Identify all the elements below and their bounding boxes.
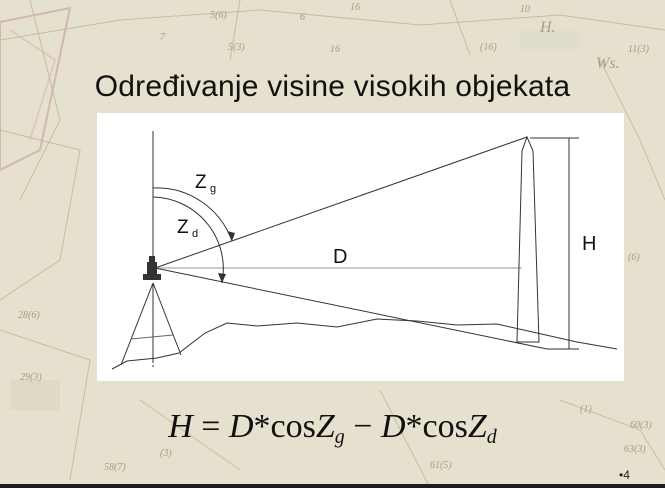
diagram-panel: Z g Z d D H <box>97 113 624 381</box>
tripod-leg <box>120 282 154 366</box>
page-number: •4 <box>619 468 630 482</box>
obelisk <box>516 135 540 343</box>
label-zg: Z <box>195 172 207 193</box>
map-label: 29(3) <box>20 372 42 383</box>
map-label: 11(3) <box>628 44 650 55</box>
map-label: 60(3) <box>630 420 652 431</box>
map-label: 16 <box>350 2 360 13</box>
label-height: H <box>582 233 596 255</box>
sight-line-top <box>154 136 528 269</box>
slide-title: Određivanje visine visokih objekata <box>94 70 571 103</box>
arc-zd <box>152 196 224 284</box>
map-label: Ws. <box>596 55 620 72</box>
terrain-line <box>111 318 618 370</box>
map-label: (3) <box>160 448 172 459</box>
height-formula: H = D*cosZg − D*cosZd <box>168 408 497 448</box>
tripod-brace <box>130 334 174 340</box>
arrowhead-zg <box>227 231 235 241</box>
map-label: H. <box>539 19 556 36</box>
arrowhead-zd <box>218 273 226 283</box>
map-label: 61(5) <box>430 460 452 471</box>
label-zd: Z <box>177 217 189 238</box>
map-label: (6) <box>628 252 640 263</box>
map-label: 28(6) <box>18 310 40 321</box>
height-measurement-diagram: Z g Z d D H <box>111 131 618 370</box>
map-label: (1) <box>580 404 592 415</box>
map-label: 5(3) <box>228 42 245 53</box>
map-label: 58(7) <box>104 462 126 473</box>
arc-zg <box>152 187 233 242</box>
map-label: 16 <box>330 44 340 55</box>
theodolite-icon <box>143 256 161 280</box>
tripod-leg <box>152 282 182 356</box>
sight-line-bottom <box>154 267 548 350</box>
map-label: 63(3) <box>624 444 646 455</box>
label-distance: D <box>333 246 347 268</box>
map-label: 6 <box>300 12 305 23</box>
map-label: 5(6) <box>210 10 227 21</box>
map-label: 10 <box>520 4 530 15</box>
label-zg-sub: g <box>210 183 216 195</box>
map-label: 7 <box>160 32 166 43</box>
map-label: (16) <box>480 42 497 53</box>
label-zd-sub: d <box>192 228 198 240</box>
bottom-band <box>0 484 665 488</box>
